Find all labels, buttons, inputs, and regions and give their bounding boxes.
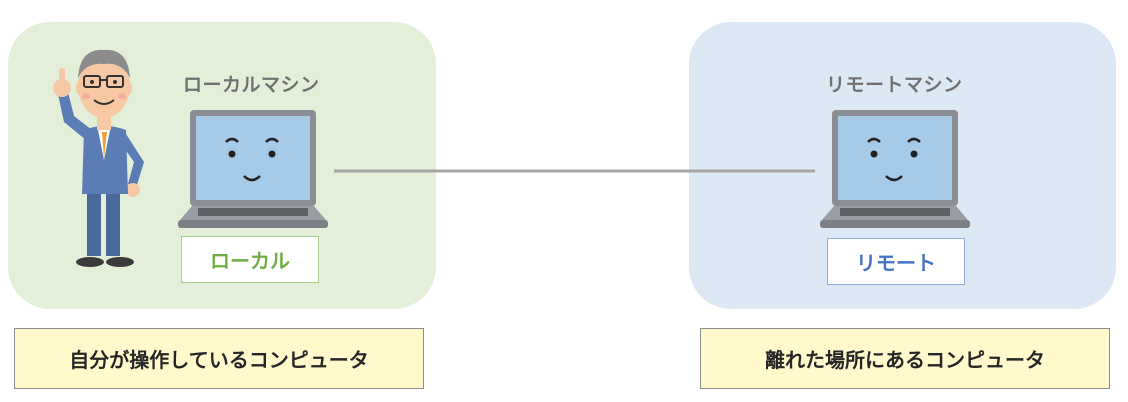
remote-tag: リモート [827, 238, 965, 285]
local-caption: 自分が操作しているコンピュータ [14, 328, 424, 389]
businessman-icon [53, 49, 144, 267]
local-tag: ローカル [181, 236, 319, 283]
local-laptop-icon [178, 110, 328, 228]
local-machine-title: ローカルマシン [183, 74, 320, 96]
remote-machine-title: リモートマシン [826, 74, 963, 96]
remote-caption: 離れた場所にあるコンピュータ [700, 328, 1110, 389]
remote-laptop-icon [820, 110, 970, 228]
